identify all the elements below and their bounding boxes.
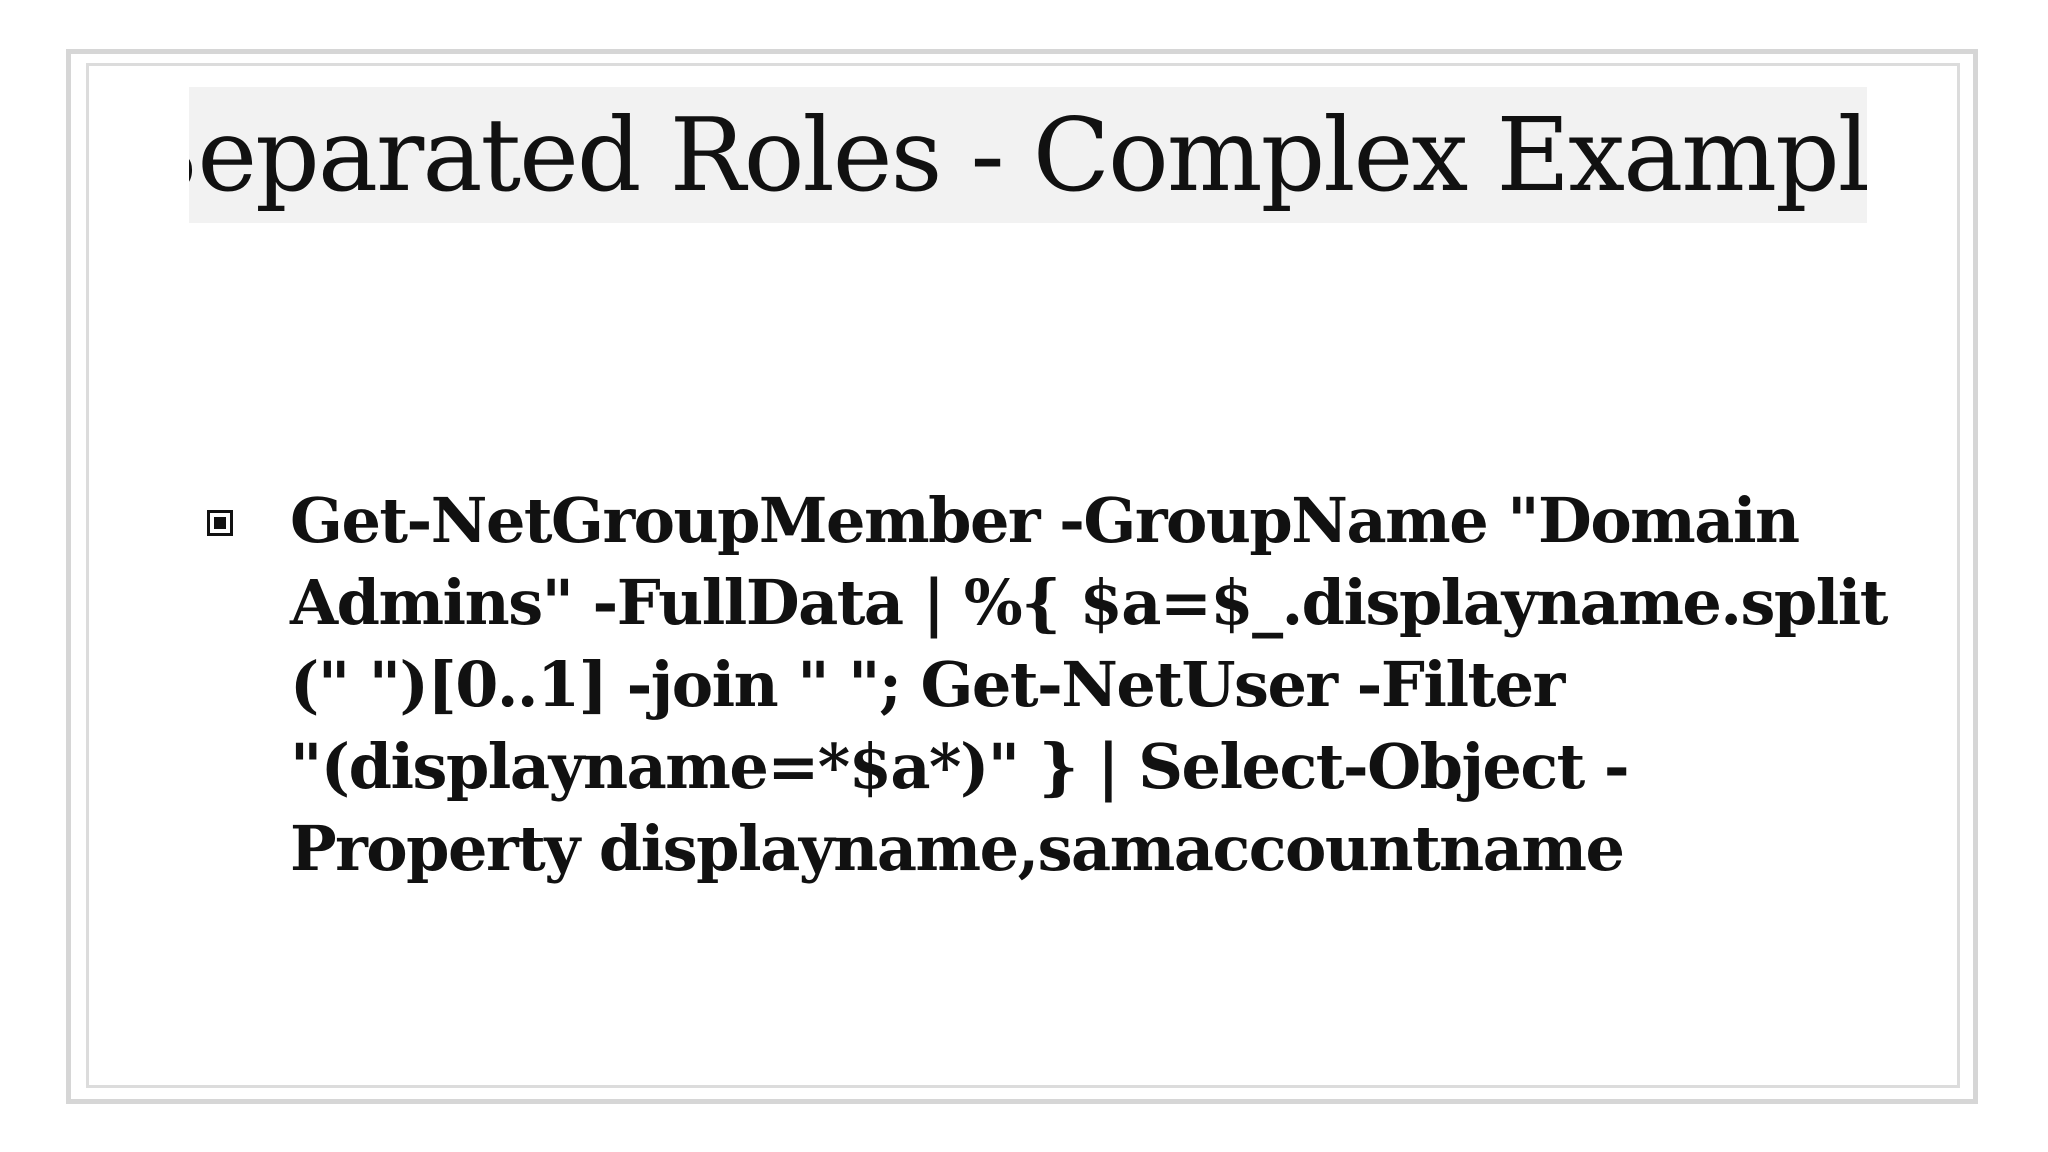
bullet-line: Admins" -FullData | %{ $a=$_.displayname… [290, 566, 1888, 639]
content-placeholder[interactable]: Get-NetGroupMember -GroupName "Domain Ad… [205, 480, 1888, 890]
bullet-line: Get-NetGroupMember -GroupName "Domain [290, 484, 1800, 557]
title-placeholder[interactable]: Separated Roles - Complex Example [189, 87, 1867, 223]
bullet-line: Property displayname,samaccountname [290, 812, 1625, 885]
slide-inner-border [86, 63, 1960, 1088]
bullet-text: Get-NetGroupMember -GroupName "Domain Ad… [290, 480, 1888, 890]
slide-title: Separated Roles - Complex Example [189, 95, 1867, 214]
bullet-line: "(displayname=*$a*)" } | Select-Object - [290, 730, 1630, 803]
bullet-line: (" ")[0..1] -join " "; Get-NetUser -Filt… [290, 648, 1565, 721]
bullet-item: Get-NetGroupMember -GroupName "Domain Ad… [205, 480, 1888, 890]
slide-outer-border [66, 49, 1978, 1104]
square-bullet-icon [207, 510, 233, 536]
